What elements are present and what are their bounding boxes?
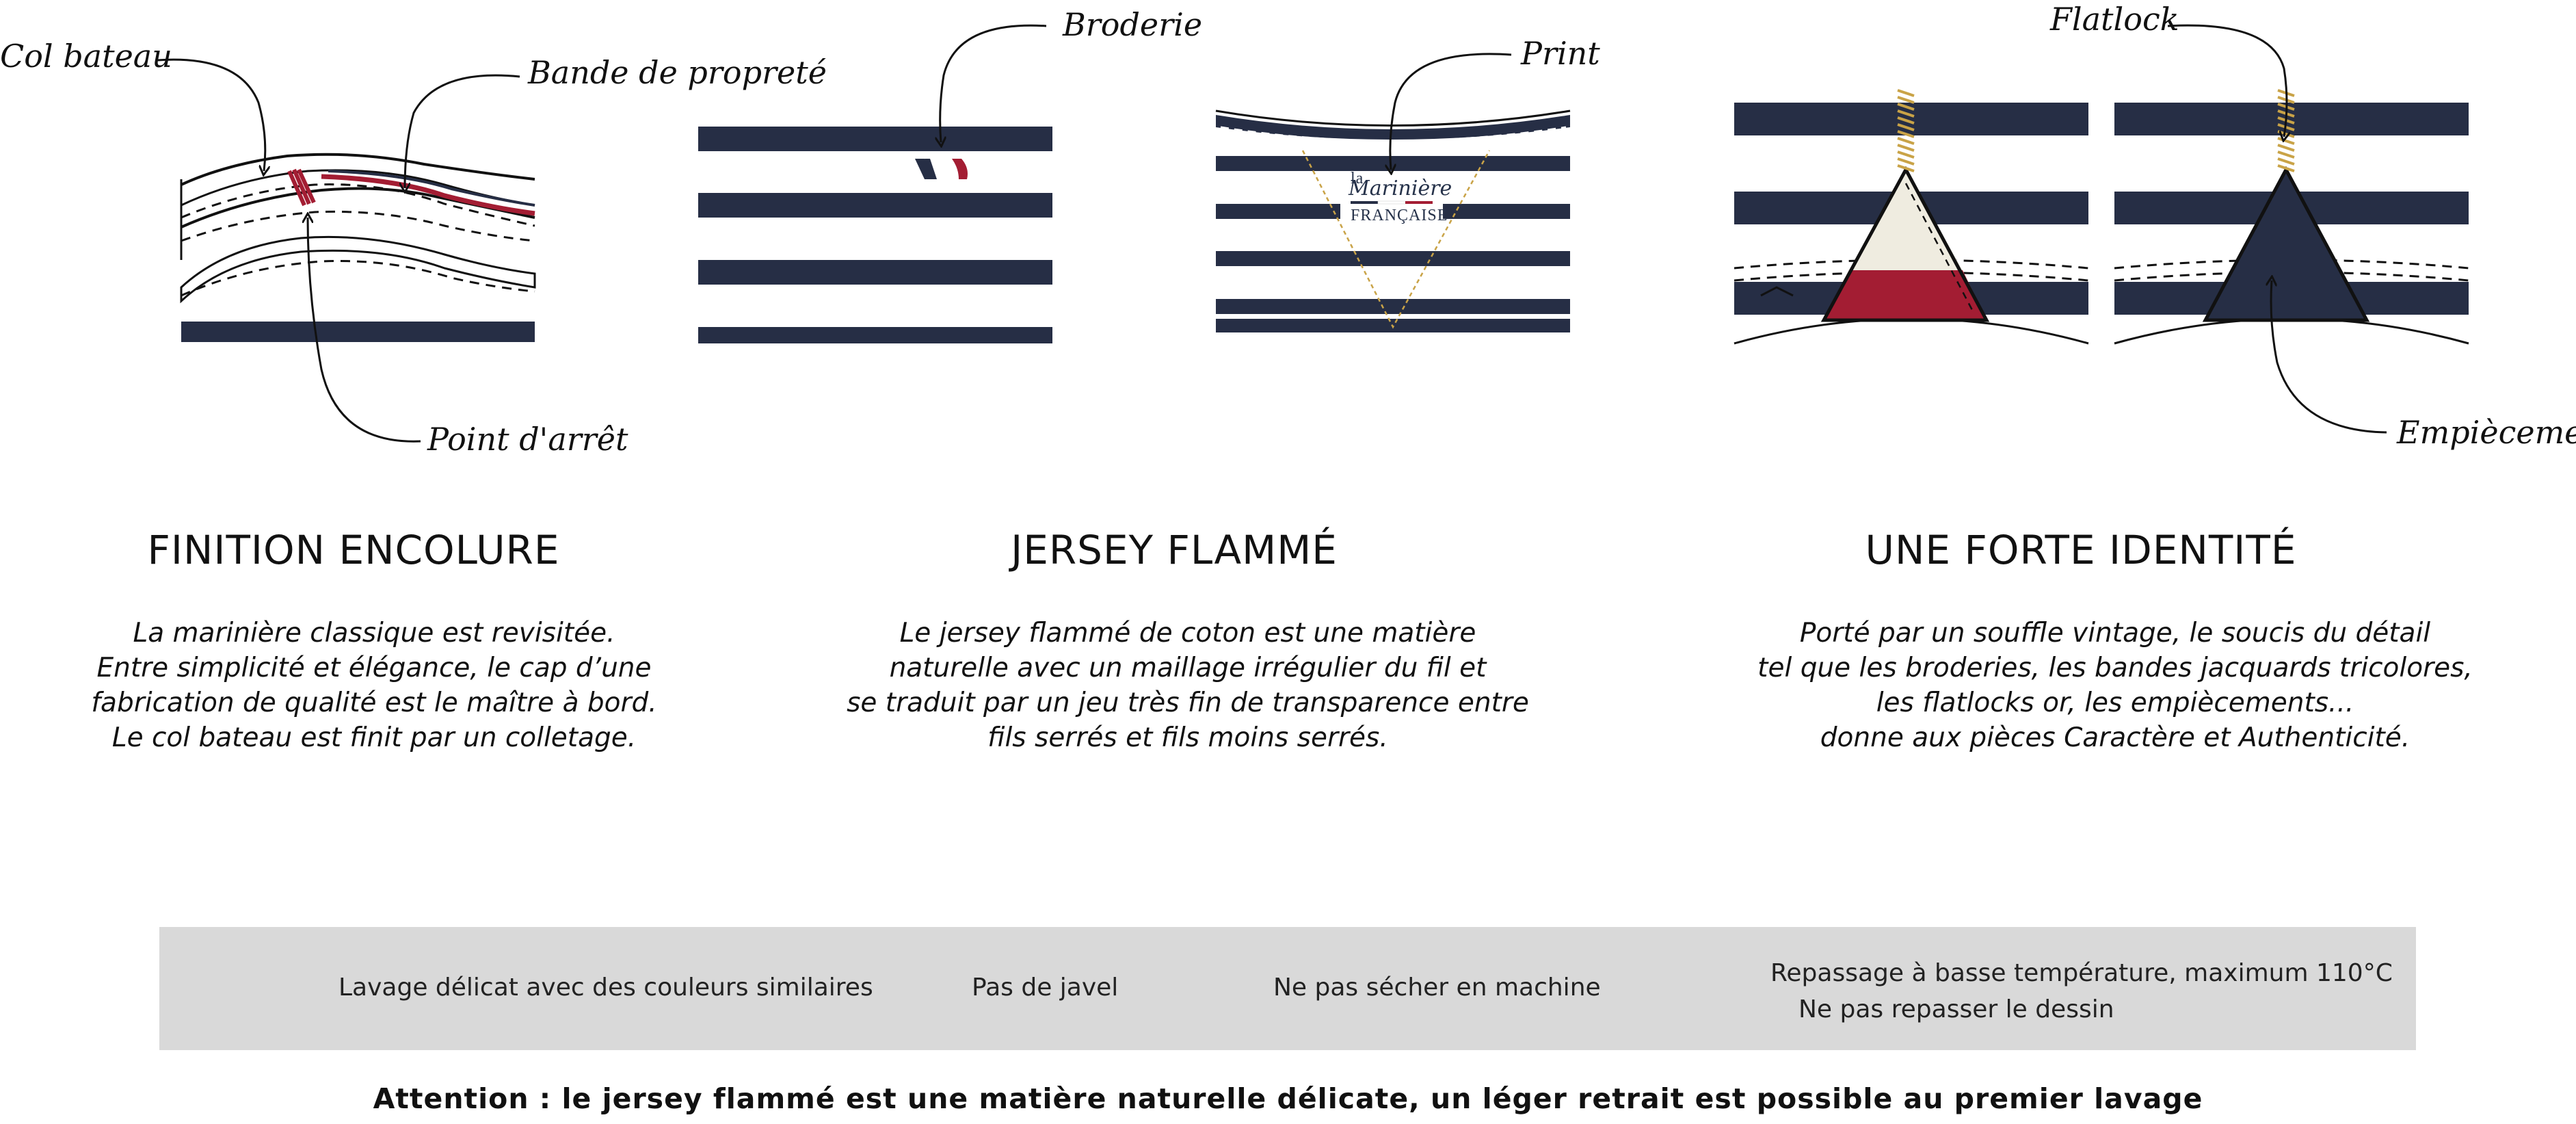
care-wash-label: Lavage délicat avec des couleurs similai…	[338, 973, 873, 1002]
callout-flatlock: Flatlock	[2049, 1, 2179, 38]
callout-print: Print	[1520, 35, 1600, 72]
callout-empiecements: Empiècements	[2396, 414, 2576, 451]
text-line: Le jersey flammé de coton est une matièr…	[899, 618, 1476, 649]
text-line: donne aux pièces Caractère et Authentici…	[1820, 722, 2411, 753]
text-line: La marinière classique est revisitée.	[133, 618, 615, 649]
neckline-arrows	[157, 58, 520, 443]
text-line: naturelle avec un maillage irrégulier du…	[889, 653, 1487, 683]
text-line: Porté par un souffle vintage, le soucis …	[1799, 618, 2431, 649]
care-iron-line2: Ne pas repasser le dessin	[1798, 995, 2114, 1023]
striped-fabric-print: la Marinière FRANÇAISE	[1215, 109, 1571, 332]
collar-band	[180, 235, 536, 304]
flatlock-arrow	[2167, 24, 2287, 137]
shoulder-line	[181, 153, 535, 186]
callout-broderie: Broderie	[1062, 6, 1202, 43]
navy-insert-illustration	[2114, 89, 2469, 345]
section-title-jersey: JERSEY FLAMMÉ	[1011, 527, 1338, 573]
text-line: les flatlocks or, les empiècements...	[1876, 688, 2354, 718]
care-bleach-label: Pas de javel	[972, 973, 1119, 1002]
cleanliness-tape-red	[321, 174, 535, 216]
bartack-mark	[287, 168, 316, 207]
section-text-finition: La marinière classique est revisitée. En…	[0, 616, 819, 755]
cleanliness-tape-navy	[328, 170, 535, 207]
text-line: Le col bateau est finit par un colletage…	[111, 722, 637, 753]
embroidery-red-mark	[952, 159, 968, 179]
care-dryer-label: Ne pas sécher en machine	[1273, 973, 1601, 1002]
section-title-finition: FINITION ENCOLURE	[147, 527, 560, 573]
print-logo-small: la	[1351, 170, 1364, 187]
section-title-identite: UNE FORTE IDENTITÉ	[1865, 527, 2297, 573]
text-line: se traduit par un jeu très fin de transp…	[847, 688, 1529, 718]
empiecements-arrow	[2271, 280, 2387, 434]
print-logo-script: Marinière	[1348, 177, 1452, 200]
care-iron-line1: Repassage à basse température, maximum 1…	[1770, 959, 2393, 987]
callout-bande-proprete: Bande de propreté	[527, 54, 827, 91]
embroidery-navy-mark	[915, 159, 934, 179]
text-line: fils serrés et fils moins serrés.	[987, 722, 1388, 753]
print-logo-caps: FRANÇAISE	[1351, 207, 1448, 224]
print-arrow	[1390, 53, 1512, 170]
stitch-line-3	[181, 260, 535, 297]
flatlock-stitch-1	[1897, 89, 1915, 172]
text-line: tel que les broderies, les bandes jacqua…	[1757, 653, 2473, 683]
print-guide-triangle	[1301, 150, 1491, 329]
tricolor-insert-illustration	[1734, 89, 2089, 345]
section-text-jersey: Le jersey flammé de coton est une matièr…	[743, 616, 1632, 755]
callout-col-bateau: Col bateau	[0, 38, 172, 75]
text-line: Entre simplicité et élégance, le cap d’u…	[96, 653, 652, 683]
stitch-line-2	[181, 210, 535, 242]
attention-note: Attention : le jersey flammé est une mat…	[373, 1082, 2203, 1115]
text-line: fabrication de qualité est le maître à b…	[91, 688, 657, 718]
striped-fabric-embroidery	[698, 127, 1052, 343]
callout-point-arret: Point d'arrêt	[427, 421, 628, 458]
broderie-arrow	[940, 24, 1047, 142]
section-text-identite: Porté par un souffle vintage, le soucis …	[1671, 616, 2560, 755]
care-instructions-band	[159, 927, 2416, 1050]
neckline-illustration	[180, 153, 536, 342]
bottom-stripe	[181, 322, 535, 342]
